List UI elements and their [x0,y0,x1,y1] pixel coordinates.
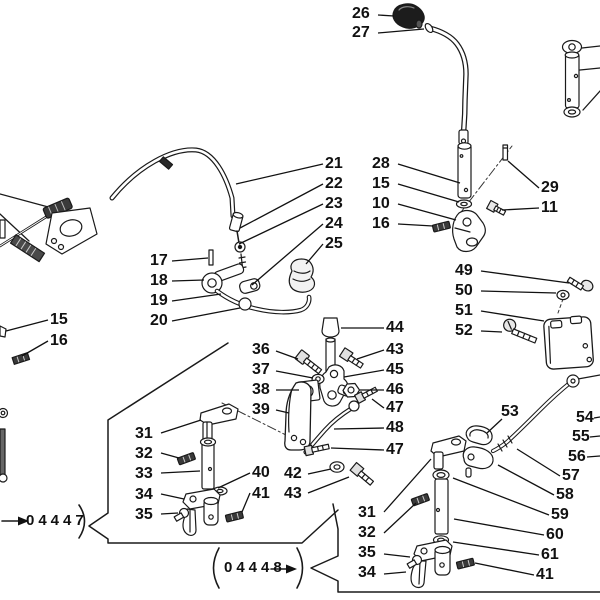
leader-line-43 [307,476,350,494]
linkage-rod-drawing [201,211,316,315]
leader-line-15 [397,183,460,203]
leader-line-28 [397,163,461,184]
leader-line-22 [239,183,324,229]
leader-line-42 [307,468,332,475]
leader-line-51 [480,310,545,322]
leader-line-25 [305,243,324,265]
leader-line-18 [171,279,205,282]
cable-assembly-drawing [0,147,236,483]
leader-line-29 [507,160,540,189]
gear-lever-drawing [392,3,509,253]
leader-line-31 [383,458,432,513]
leader-line-60 [453,518,545,536]
leader-line-54 [593,416,600,419]
leader-line-45 [343,369,385,378]
zone-outline-04447 [88,342,339,544]
leader-line-61 [452,541,540,556]
leader-line-40 [217,472,251,489]
leader-line-33 [160,470,201,474]
leader-line-17 [171,257,209,262]
leader-line-43 [356,349,385,360]
offscreen-leader-lines [0,45,600,380]
leader-line-49 [480,270,570,284]
leader-line-59 [452,477,550,516]
leader-line-19 [171,293,222,302]
leader-line-37 [275,370,314,379]
pivot-lever-drawing [284,317,378,486]
leader-line-48 [333,427,385,430]
bottom-center-fork-drawing [406,435,475,589]
leader-line-11 [501,207,540,211]
leader-line-35 [383,553,411,558]
leader-line-35 [160,512,179,515]
leader-line-57 [516,448,561,477]
leader-line-47 [330,447,385,451]
leader-line-27 [377,28,425,34]
leader-line-15 [5,319,49,332]
leader-line-24 [251,223,324,286]
axis-lines [221,145,564,451]
leader-line-20 [171,307,241,322]
zone-outline-04448 [310,503,600,593]
leader-line-10 [397,203,457,221]
bottom-left-fork-drawing [173,403,244,536]
leader-line-16 [21,340,49,357]
leader-line-23 [238,203,324,245]
leader-line-16 [397,223,434,227]
leader-line-34 [383,571,407,575]
leader-line-36 [275,350,299,360]
leader-line-41 [474,562,535,576]
selector-rod-drawing [462,276,594,478]
ref-bubble-04448-marks [212,547,304,589]
leader-lines [5,14,600,576]
top-right-cylinder-drawing [561,39,583,118]
leader-line-32 [383,502,417,534]
leader-line-55 [589,435,600,438]
leader-line-50 [480,290,557,294]
leader-line-47 [371,398,385,409]
leader-line-26 [377,14,395,17]
leader-line-53 [486,418,503,434]
leader-line-41 [241,492,251,513]
leader-line-21 [235,163,324,185]
leader-line-31 [160,419,202,434]
leader-line-52 [480,330,503,333]
leader-line-58 [497,464,555,496]
leader-line-32 [160,452,180,459]
leader-line-34 [160,493,185,500]
leader-line-56 [586,455,600,458]
ref-bubble-04447-marks [1,504,86,539]
leader-line-39 [275,409,290,414]
